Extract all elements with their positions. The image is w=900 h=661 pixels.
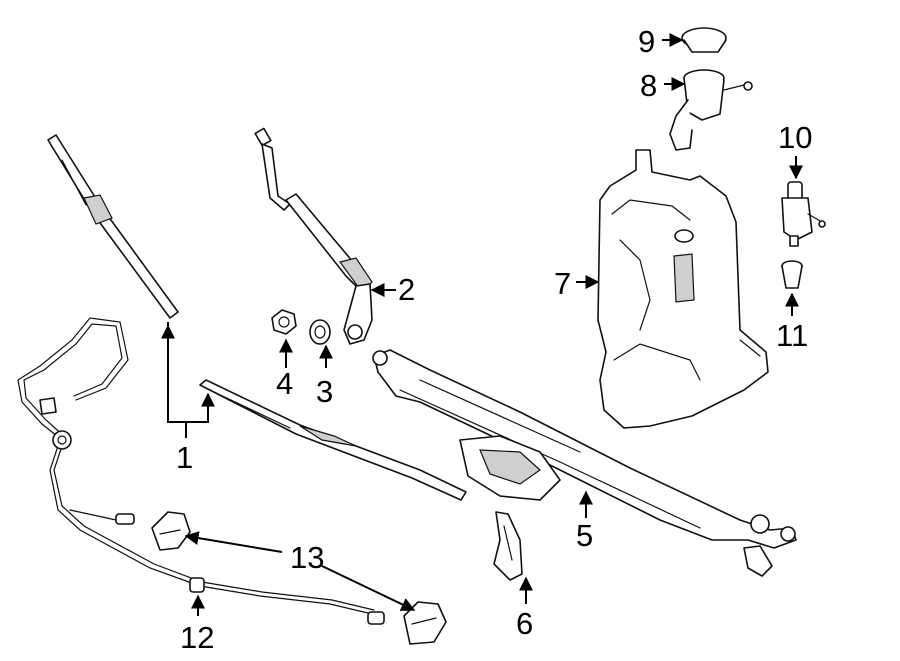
washer-nozzle-left bbox=[151, 511, 191, 551]
callout-7: 7 bbox=[554, 266, 571, 301]
callout-3: 3 bbox=[316, 374, 333, 409]
bracket bbox=[493, 511, 523, 581]
callout-13-leader bbox=[184, 531, 416, 611]
callout-12: 12 bbox=[180, 620, 214, 655]
callout-10: 10 bbox=[778, 120, 812, 155]
wiper-blade-lower bbox=[199, 379, 467, 501]
washer-cap bbox=[309, 319, 331, 345]
washer-pump bbox=[781, 181, 826, 247]
callout-5: 5 bbox=[576, 518, 593, 553]
reservoir-cap bbox=[681, 27, 727, 53]
callout-13: 13 bbox=[290, 540, 324, 575]
pump-grommet bbox=[781, 260, 803, 289]
wiper-linkage bbox=[372, 349, 797, 577]
callout-4: 4 bbox=[276, 366, 293, 401]
washer-hose bbox=[17, 317, 385, 625]
wiper-blade-upper bbox=[47, 134, 179, 319]
callout-9: 9 bbox=[638, 24, 655, 59]
callout-2: 2 bbox=[398, 272, 415, 307]
callout-8: 8 bbox=[640, 68, 657, 103]
filler-neck bbox=[669, 69, 753, 151]
washer-reservoir bbox=[597, 149, 769, 429]
callout-1: 1 bbox=[176, 440, 193, 475]
nut bbox=[271, 309, 297, 335]
wiper-arm bbox=[254, 127, 373, 345]
washer-nozzle-right bbox=[403, 601, 447, 645]
callout-11: 11 bbox=[776, 318, 808, 353]
callout-6: 6 bbox=[516, 606, 533, 641]
callout-1-leader bbox=[161, 322, 215, 438]
